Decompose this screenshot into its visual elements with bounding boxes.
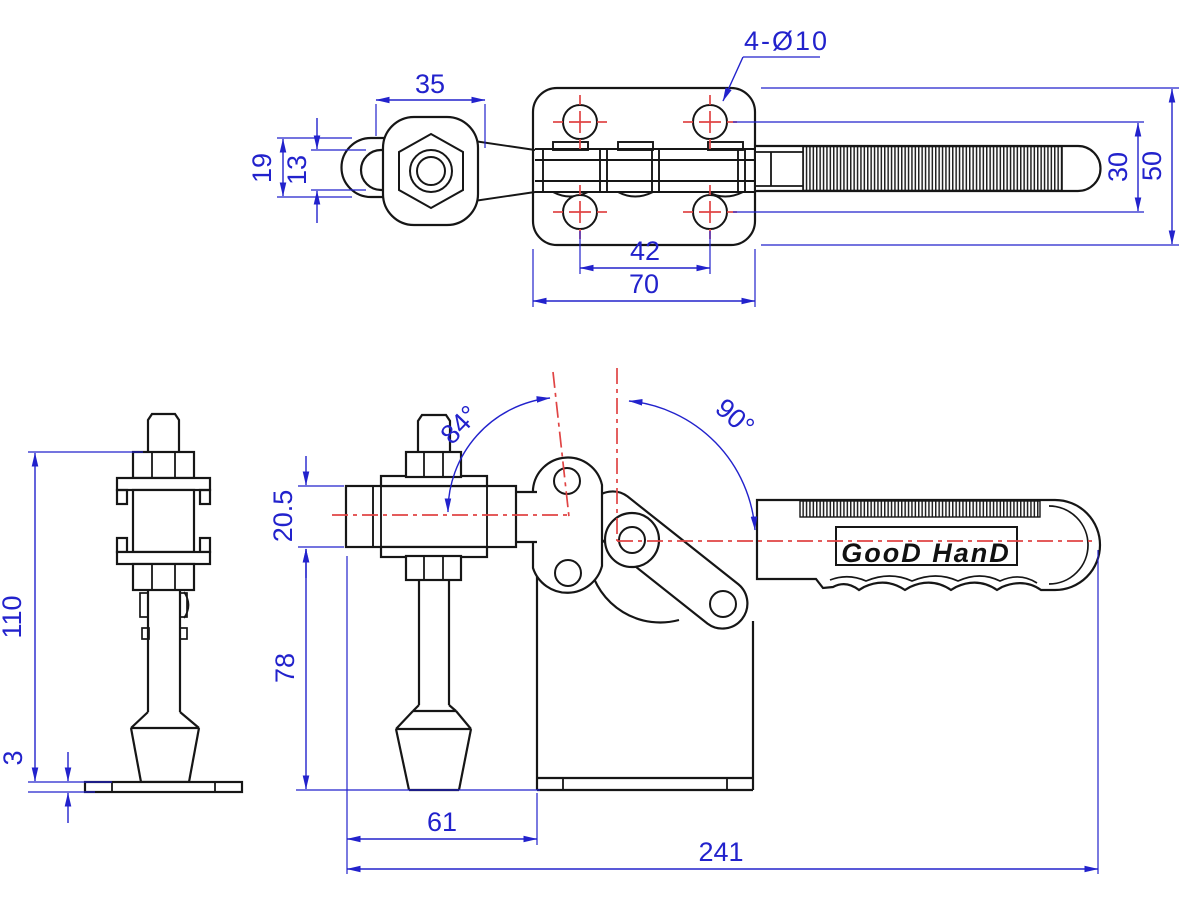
brand-plate <box>835 526 1018 566</box>
arm-bars-top <box>473 140 756 202</box>
knurl-grip-side <box>799 500 1041 518</box>
hex-nut-front-bottom <box>131 562 196 592</box>
angle-84-label: 84° <box>435 400 485 450</box>
front-view <box>83 412 244 794</box>
clamp-arm-side <box>344 413 518 582</box>
dim-78-label: 78 <box>270 653 300 683</box>
brand-label: GooD HanD <box>841 538 1011 568</box>
angle-arc-90 <box>628 399 758 531</box>
tilted-center-line <box>552 371 570 518</box>
dimension-lines <box>31 56 1176 873</box>
swivel-block-front <box>131 488 196 554</box>
dim-13-label: 13 <box>282 155 312 185</box>
hole-center-marks <box>553 95 737 239</box>
spring-clip-front <box>139 591 190 640</box>
angle-arc-84 <box>444 396 551 513</box>
dim-42-label: 42 <box>630 236 660 266</box>
foot-front <box>129 711 201 784</box>
side-view <box>344 413 1102 792</box>
strap-plate-front-bottom <box>115 550 212 566</box>
dim-61-label: 61 <box>427 807 457 837</box>
center-lines <box>332 368 1092 542</box>
strap-plate-front-top <box>115 476 212 492</box>
spindle-lower <box>394 580 473 792</box>
dim-70-label: 70 <box>629 269 659 299</box>
knurl-grip-top <box>802 145 1063 192</box>
dim-110-label: 110 <box>0 595 27 638</box>
handle-grip-inner-edge <box>829 575 1038 584</box>
dim-35-label: 35 <box>415 69 445 99</box>
dim-20_5-label: 20.5 <box>268 490 298 543</box>
dim-30-label: 30 <box>1103 152 1133 182</box>
dim-3-label: 3 <box>0 750 28 765</box>
base-plate-front <box>83 780 244 794</box>
clevis-eye-inner <box>359 148 399 192</box>
angle-90-label: 90° <box>710 392 761 441</box>
spindle-cap-front <box>146 412 181 452</box>
handle-cap-inner <box>1048 505 1089 585</box>
dim-19-label: 19 <box>247 153 277 183</box>
top-view <box>340 86 1102 247</box>
holes-callout-label: 4-Ø10 <box>744 26 829 56</box>
dim-50-label: 50 <box>1137 151 1167 181</box>
dim-241-label: 241 <box>698 837 743 867</box>
hex-nut-front-top <box>131 450 196 480</box>
